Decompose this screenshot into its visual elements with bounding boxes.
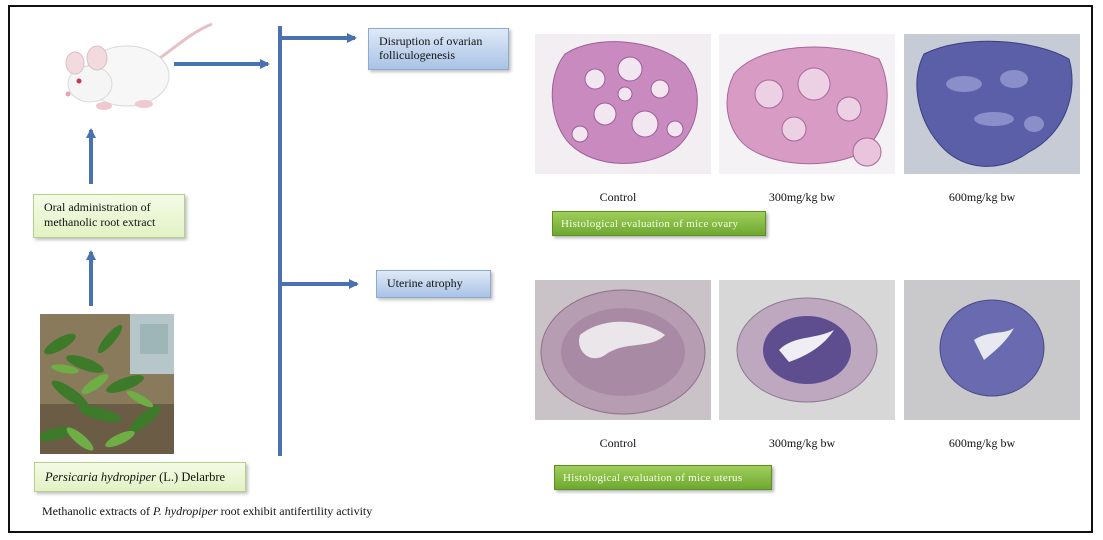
uterus-caption-300: 300mg/kg bw [768,436,836,450]
administration-box: Oral administration of methanolic root e… [33,194,185,238]
uterus-effect-text: Uterine atrophy [387,276,463,290]
ovary-600-image [904,34,1080,174]
uterus-control-image [535,280,711,420]
ovary-panel-label: Histological evaluation of mice ovary [552,211,766,236]
conclusion-species: P. hydropiper [152,504,218,518]
uterus-caption-control: Control [599,436,637,450]
ovary-effect-line2: folliculogenesis [379,48,455,62]
species-name: Persicaria hydropiper [45,470,156,484]
ovary-effect-line1: Disruption of ovarian [379,34,483,48]
conclusion-prefix: Methanolic extracts of [42,504,153,518]
species-box: Persicaria hydropiper (L.) Delarbre [34,462,246,492]
figure-frame [8,5,1093,533]
conclusion-suffix: root exhibit antifertility activity [217,504,373,518]
species-authority: (L.) Delarbre [155,470,226,484]
ovary-caption-600: 600mg/kg bw [948,190,1016,204]
ovary-control-image [535,34,711,174]
mouse-image [65,22,213,110]
uterus-300-image [719,280,895,420]
conclusion-caption: Methanolic extracts of P. hydropiper roo… [42,504,372,519]
ovary-effect-box: Disruption of ovarian folliculogenesis [368,28,509,70]
uterus-caption-600: 600mg/kg bw [948,436,1016,450]
ovary-caption-300: 300mg/kg bw [768,190,836,204]
uterus-panel-label: Histological evaluation of mice uterus [554,465,772,490]
ovary-300-image [719,34,895,174]
ovary-caption-control: Control [599,190,637,204]
administration-line2: methanolic root extract [44,215,156,229]
administration-line1: Oral administration of [44,200,151,214]
uterus-600-image [904,280,1080,420]
uterus-effect-box: Uterine atrophy [376,270,491,298]
plant-photo [40,314,174,454]
